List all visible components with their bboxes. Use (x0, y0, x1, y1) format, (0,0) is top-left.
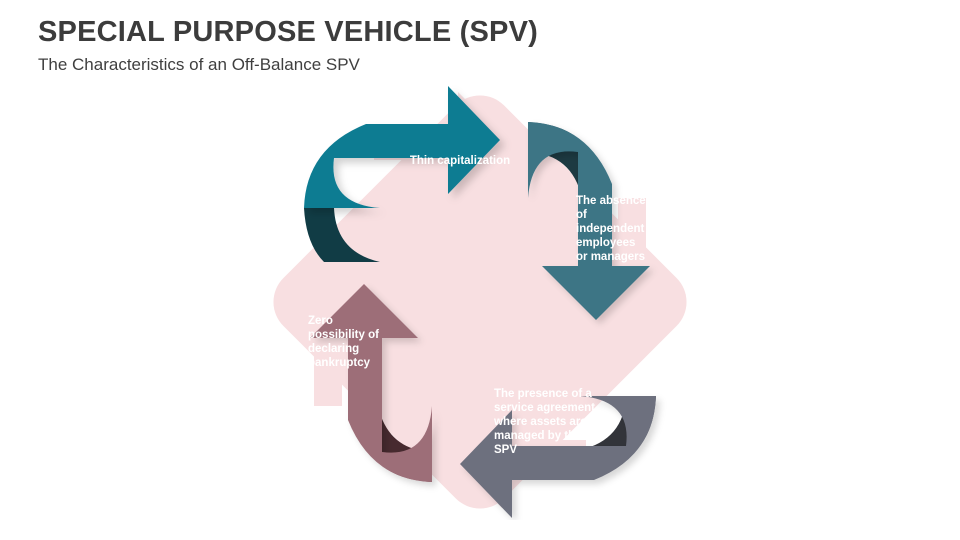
page-title: SPECIAL PURPOSE VEHICLE (SPV) (38, 16, 538, 48)
arrow-service-agreement[interactable] (460, 396, 656, 518)
slide-header: SPECIAL PURPOSE VEHICLE (SPV) The Charac… (38, 16, 738, 76)
arrow-absence-of-independent-employees[interactable] (528, 122, 650, 320)
top-arrow-curl (304, 208, 380, 262)
page-subtitle: The Characteristics of an Off-Balance SP… (38, 55, 360, 75)
spv-cycle-diagram: Thin capitalization The absence of indep… (262, 84, 698, 520)
arrow-thin-capitalization[interactable] (304, 86, 500, 208)
arrow-zero-bankruptcy[interactable] (310, 284, 432, 482)
